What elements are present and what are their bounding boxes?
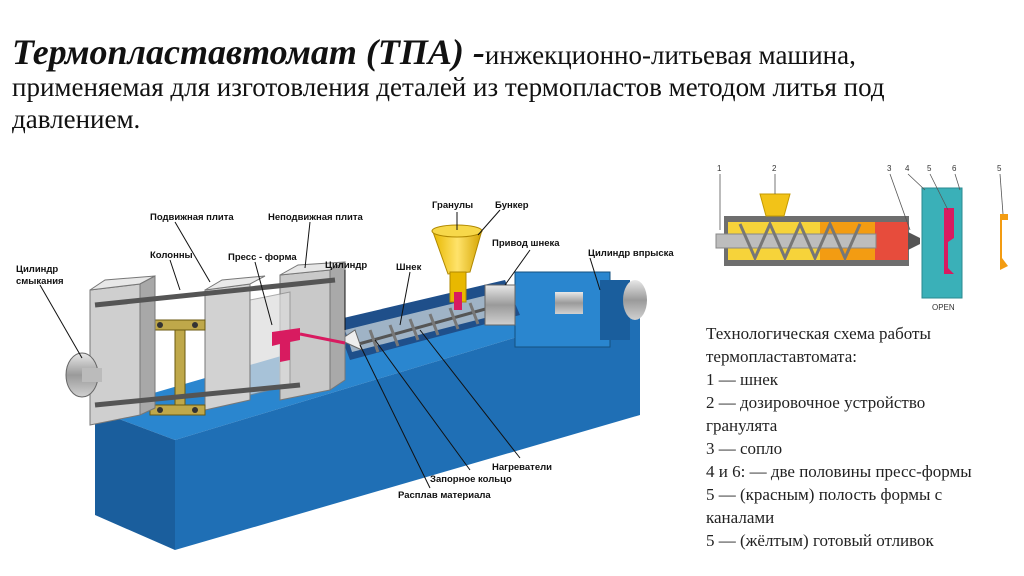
legend: Технологическая схема работы термопласта… bbox=[706, 322, 1016, 552]
label-columns: Колонны bbox=[150, 250, 193, 261]
injection-unit bbox=[514, 271, 647, 348]
label-cylinder-clamp-2: смыкания bbox=[16, 276, 64, 287]
label-screw: Шнек bbox=[396, 262, 422, 273]
label-screw-drive: Привод шнека bbox=[492, 238, 560, 249]
schema-number-5: 5 bbox=[927, 164, 932, 173]
label-hopper: Бункер bbox=[495, 200, 529, 211]
label-check-ring: Запорное кольцо bbox=[430, 474, 512, 485]
injection-machine-illustration: Цилиндр смыкания Подвижная плита Колонны… bbox=[16, 200, 674, 550]
hopper bbox=[431, 224, 483, 310]
mold bbox=[249, 291, 346, 396]
barrel bbox=[335, 280, 520, 360]
moving-plate bbox=[204, 275, 266, 411]
legend-item: 5 — (красным) полость формы с bbox=[706, 485, 943, 504]
schema-open-label: OPEN bbox=[932, 303, 955, 312]
schema-number-3: 3 bbox=[887, 164, 892, 173]
legend-item: каналами bbox=[706, 508, 775, 527]
title-definition: инжекционно-литьевая машина, применяемая… bbox=[12, 40, 885, 134]
schema-number-5b: 5 bbox=[997, 164, 1002, 173]
legend-item: 1 — шнек bbox=[706, 370, 778, 389]
label-injection-cylinder: Цилиндр впрыска bbox=[588, 248, 674, 259]
screw bbox=[354, 302, 501, 353]
legend-item: 4 и 6: — две половины пресс-формы bbox=[706, 462, 972, 481]
legend-item: гранулята bbox=[706, 416, 778, 435]
label-cylinder-clamp-1: Цилиндр bbox=[16, 264, 58, 275]
label-mold: Пресс - форма bbox=[228, 252, 297, 263]
label-fixed-plate: Неподвижная плита bbox=[268, 212, 363, 223]
label-moving-plate: Подвижная плита bbox=[150, 212, 234, 223]
rear-plate bbox=[89, 275, 156, 426]
page-title: Термопластавтомат (ТПА) -инжекционно-лит… bbox=[12, 34, 1012, 135]
clamp-cylinder bbox=[65, 352, 102, 398]
columns bbox=[94, 277, 336, 408]
legend-item: 2 — дозировочное устройство bbox=[706, 393, 926, 412]
legend-item: 5 — (жёлтым) готовый отливок bbox=[706, 531, 934, 550]
schema-number-4: 4 bbox=[905, 164, 910, 173]
schema-number-1: 1 bbox=[717, 164, 722, 173]
title-term: Термопластавтомат (ТПА) - bbox=[12, 32, 485, 72]
legend-heading-1: Технологическая схема работы bbox=[706, 324, 931, 343]
label-granules: Гранулы bbox=[432, 200, 473, 211]
legend-heading-2: термопластавтомата: bbox=[706, 347, 857, 366]
label-cylinder: Цилиндр bbox=[325, 260, 367, 271]
schema-number-2: 2 bbox=[772, 164, 777, 173]
schema-number-6: 6 bbox=[952, 164, 957, 173]
process-schematic: 1 2 3 4 5 6 5 OPEN bbox=[715, 164, 1008, 312]
legend-item: 3 — сопло bbox=[706, 439, 783, 458]
label-heaters: Нагреватели bbox=[492, 462, 552, 473]
label-melt: Расплав материала bbox=[398, 490, 491, 501]
